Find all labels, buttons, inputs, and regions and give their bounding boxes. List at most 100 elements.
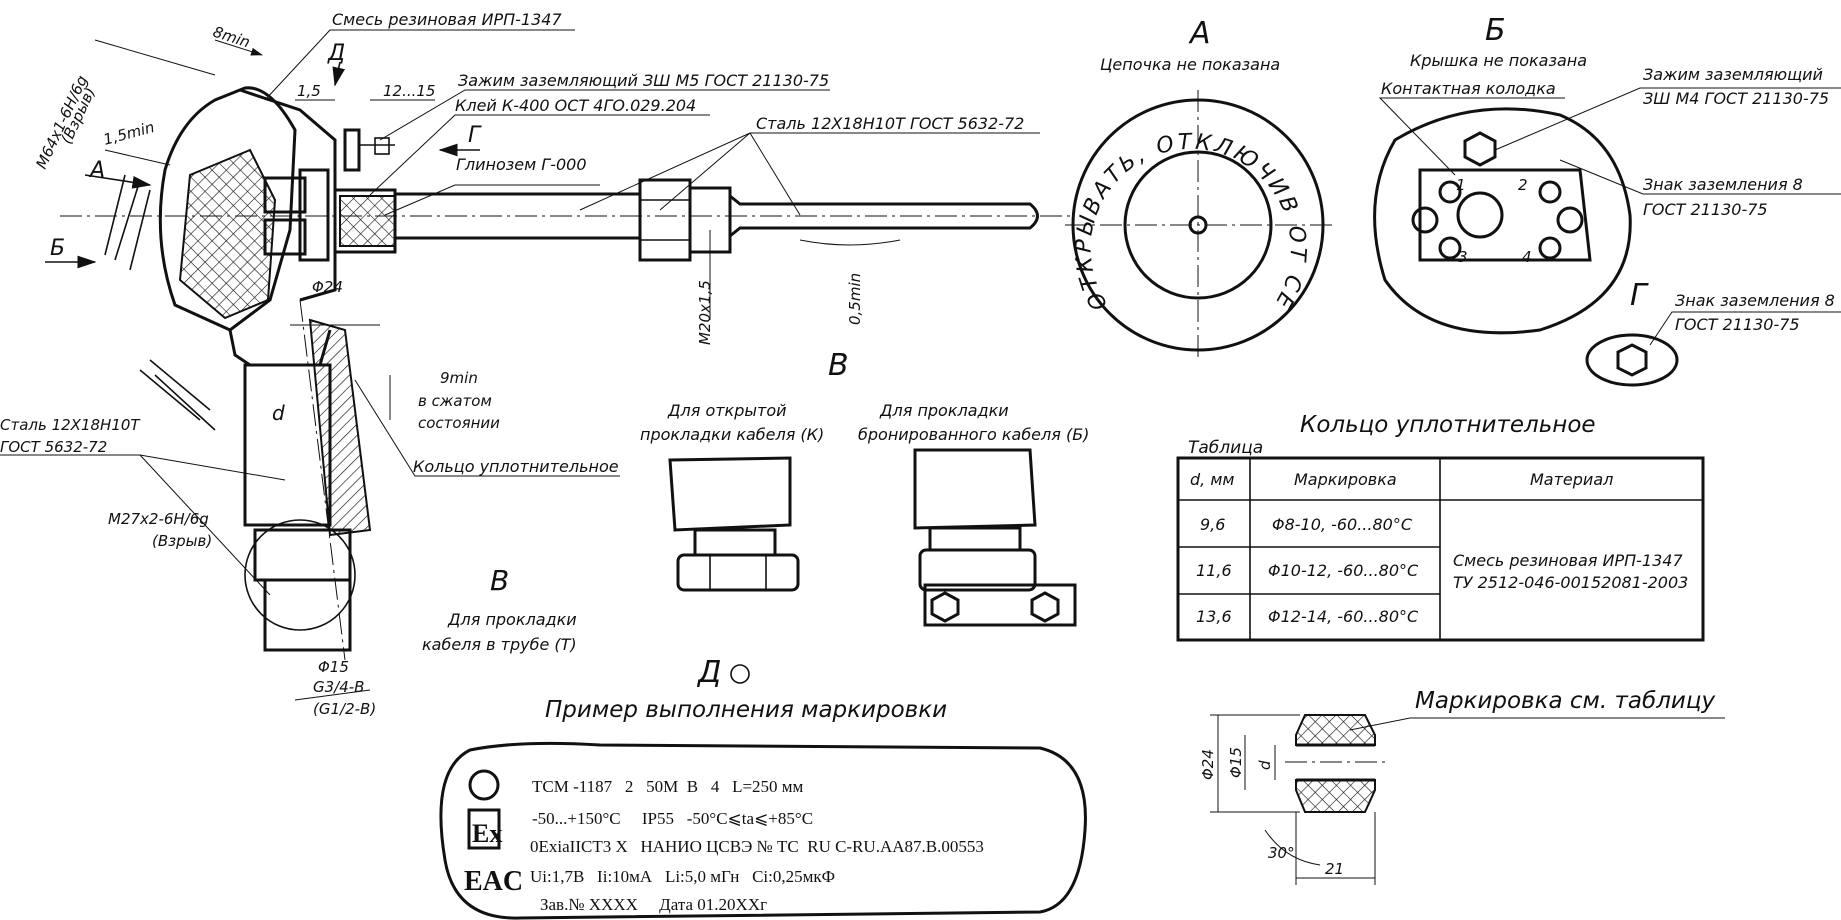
ring-text-d: d [1256,760,1274,770]
label-steel-left-2: ГОСТ 5632-72 [0,438,107,456]
dimension-lines [94,39,711,701]
dim-8min [214,39,263,56]
armored-bolt-left [930,591,960,623]
label-ring: Кольцо уплотнительное [413,457,619,476]
table-cell-mark-2: Φ10-12, -60...80°С [1268,561,1419,580]
view-b-ground-1: Знак заземления 8 [1643,175,1803,194]
leader-glue [369,114,710,196]
table-material-1: Смесь резиновая ИРП-1347 [1453,551,1683,570]
armored-body [913,448,1037,530]
pin-2-label: 2 [1518,176,1528,194]
seal-ring-table: Кольцо уплотнительное Таблица d, мм Марк… [1176,412,1705,642]
terminal-lower [263,218,307,256]
dim-text-m27-b: (Взрыв) [152,532,212,550]
armored-collar [928,526,1022,552]
ring-text-phi15: Φ15 [1227,747,1245,778]
dim-text-phi15: Φ15 [318,658,349,676]
view-letter-g-arrow: Г [468,123,482,148]
table-material-2: ТУ 2512-046-00152081-2003 [1453,573,1688,592]
view-b-clamp-hex [1463,131,1497,167]
marking-line-2: -50...+150°С IP55 -50°С⩽ta⩽+85°С [532,809,813,828]
hex-fitting [638,178,692,262]
leader-rubber [264,29,575,101]
view-letter-v-detail: В [490,564,509,597]
screw-left [1411,206,1439,234]
leader-contact-block [1378,97,1565,176]
label-steel-tube: Сталь 12Х18Н10Т ГОСТ 5632-72 [756,114,1024,133]
ring-lower-section [1295,779,1376,813]
label-rubber: Смесь резиновая ИРП-1347 [332,10,562,29]
leader-steel-left [0,454,286,481]
view-g-ground-1: Знак заземления 8 [1675,291,1835,310]
variant-armored-2: бронированного кабеля (Б) [858,425,1089,444]
immersion-mark [799,239,901,246]
label-clamp-m5: Зажим заземляющий ЗШ М5 ГОСТ 21130-75 [458,71,829,90]
view-b-clamp-2: ЗШ М4 ГОСТ 21130-75 [1643,89,1829,108]
dim-text-g34: G3/4-В [313,678,364,696]
view-letter-d-arrow: Д [327,41,345,66]
dim-text-1-5: 1,5 [297,82,321,100]
view-b-contact-block: Контактная колодка [1381,79,1556,98]
armored-bolt-right [1030,591,1060,623]
marking-line-1: ТСМ -1187 2 50М В 4 L=250 мм [532,777,804,796]
leader-steel-2 [659,132,751,211]
label-compressed-2: состоянии [418,414,500,432]
marking-example: Д Пример выполнения маркировки Ex EAC ТС… [439,655,1087,920]
terminal-upper [263,176,307,214]
dim-text-0-5min: 0,5min [846,273,864,325]
dim-g34 [294,689,371,701]
dim-text-12-15: 12...15 [383,82,435,100]
dim-text-g12: (G1/2-В) [313,700,376,718]
ring-detail-label: Маркировка см. таблицу [1415,688,1716,714]
leader-steel-left-2 [139,454,271,596]
dim-text-phi24: Φ24 [312,278,343,296]
view-arrow-a [84,174,152,189]
dim-text-1-5min: 1,5min [101,118,156,149]
leader-ground-g [1649,311,1841,346]
marking-line-3: 0ExiaIICT3 X НАНИО ЦСВЭ № ТС RU C-RU.AA8… [530,837,984,856]
marking-plate [439,741,1087,920]
view-letter-a-arrow: А [88,158,105,183]
ring-upper-section [1295,714,1376,746]
label-pipe-1: Для прокладки [447,610,577,629]
leader-ground-sign [1559,159,1841,195]
dim-text-8min: 8min [211,23,253,52]
variant-open-drawing [668,456,800,592]
ring-text-angle: 30° [1268,844,1295,862]
table-cell-d-2: 11,6 [1196,561,1232,580]
pin-4-label: 4 [1522,248,1532,266]
leader-lines [0,29,1040,596]
head-body [239,88,337,302]
pin-2-circle [1538,180,1562,204]
marking-eac-logo: EAC [464,866,523,897]
marking-line-5: Зав.№ ХХХХ Дата 01.20ХХг [540,895,767,914]
view-a-letter: А [1188,16,1211,51]
view-g-boss [1585,333,1679,387]
label-glue: Клей К-400 ОСТ 4ГО.029.204 [455,96,696,115]
view-v-letter: В [828,348,849,383]
dim-text-m27: М27х2-6Н/6g [108,510,209,528]
table-title: Кольцо уплотнительное [1300,412,1596,438]
protective-tube [395,192,640,240]
leader-alumina [384,184,600,216]
gland-nut [253,528,352,582]
view-b-center [1456,191,1504,239]
table-header-marking: Маркировка [1294,470,1397,489]
ground-clamp-m5 [343,128,361,172]
ring-text-phi24: Φ24 [1199,749,1217,780]
table-cell-mark-3: Φ12-14, -60...80°С [1268,607,1419,626]
dim-text-d: d [272,401,285,425]
view-b: Б Крышка не показана Контактная колодка … [1373,13,1841,335]
label-alumina: Глинозем Г-000 [456,155,587,174]
variant-open-1: Для открытой [667,401,787,420]
table-cell-d-1: 9,6 [1200,515,1225,534]
open-nut [676,553,800,592]
terminal-plate [298,168,330,262]
ring-text-21: 21 [1325,860,1344,878]
view-b-ground-2: ГОСТ 21130-75 [1643,200,1768,219]
label-pipe-2: кабеля в трубе (Т) [422,635,577,654]
table-header-material: Материал [1530,470,1613,489]
cable-wires-side [139,359,216,431]
leader-clamp-m4 [1494,87,1841,151]
